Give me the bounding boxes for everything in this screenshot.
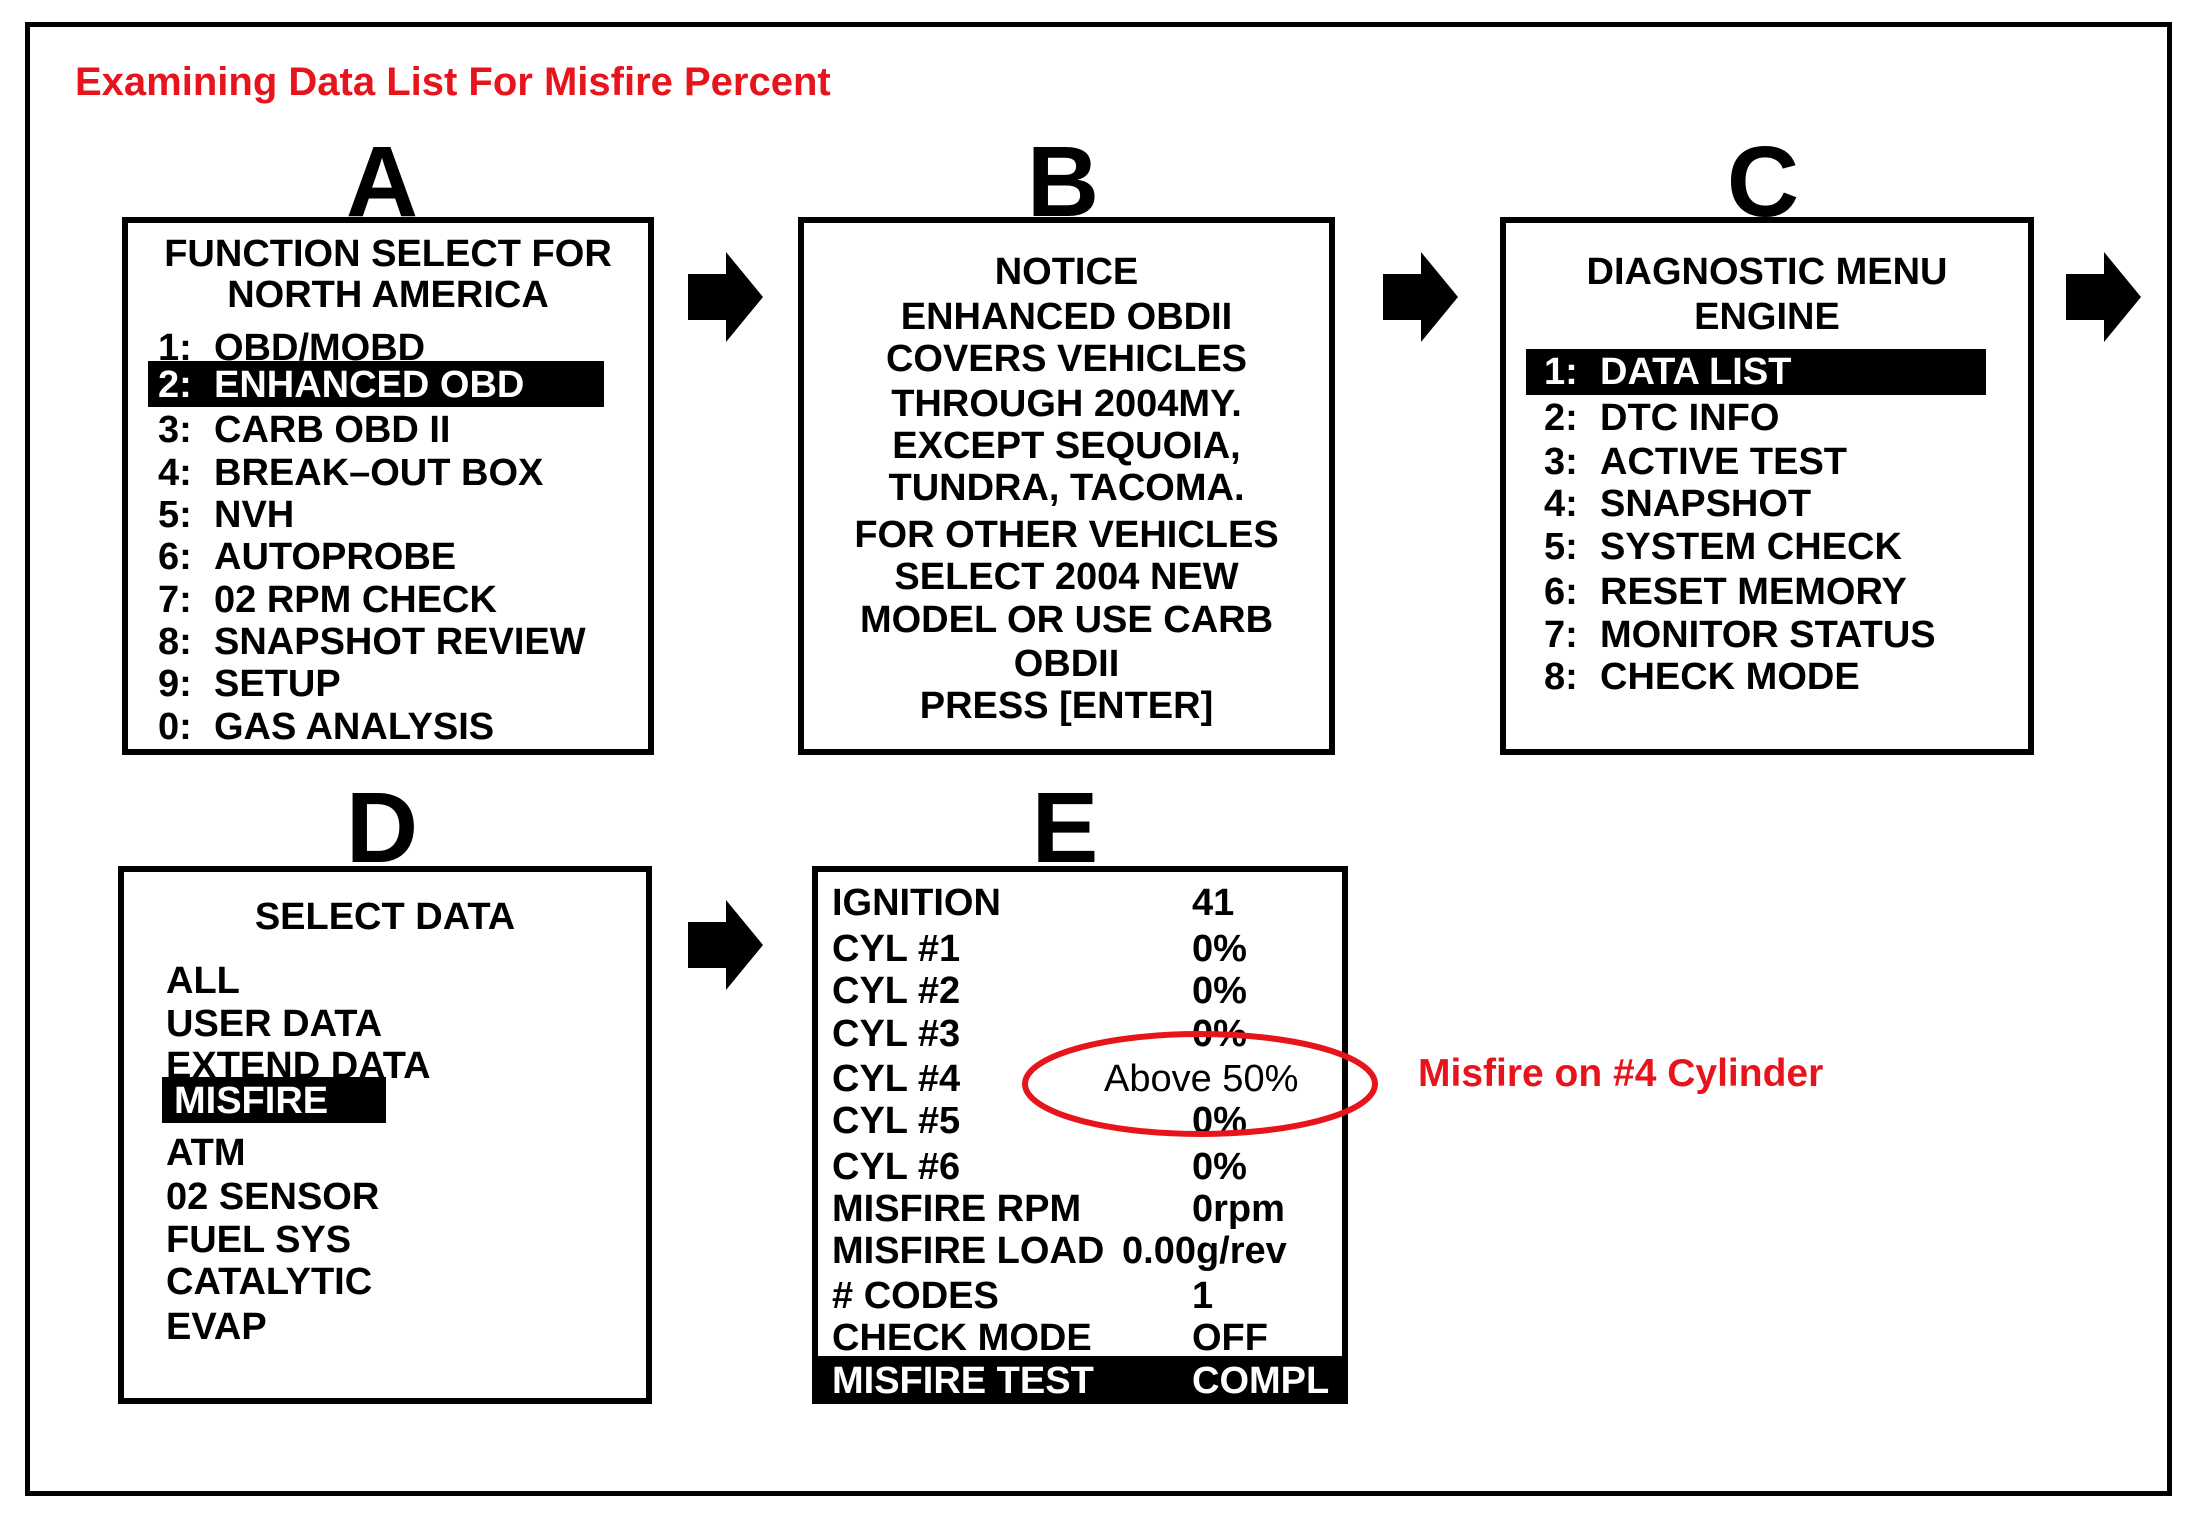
panel-d-data-item: USER DATA <box>166 1003 383 1045</box>
panel-c-menu-item: 2:DTC INFO <box>1544 397 1780 439</box>
panel-b-notice-line: THROUGH 2004MY. <box>891 383 1242 425</box>
panel-b-notice-line: PRESS [ENTER] <box>919 685 1214 727</box>
panel-c-menu-item-selected: 1:DATA LIST <box>1544 351 1792 393</box>
panel-b-notice-line: OBDII <box>1013 643 1120 685</box>
panel-d-screen: SELECT DATA ALL USER DATA EXTEND DATA MI… <box>118 866 652 1404</box>
misfire-callout-ellipse <box>1022 1031 1378 1137</box>
panel-c-menu-item: 8:CHECK MODE <box>1544 656 1860 698</box>
diagram-frame <box>25 22 2172 1496</box>
diagram-heading: Examining Data List For Misfire Percent <box>75 60 831 104</box>
panel-c-letter: C <box>1726 126 1800 238</box>
panel-d-data-item: CATALYTIC <box>166 1261 373 1303</box>
arrow-right-icon <box>1383 252 1458 342</box>
panel-b-notice-line: SELECT 2004 NEW <box>894 556 1239 598</box>
panel-b-notice-line: MODEL OR USE CARB <box>859 599 1274 641</box>
panel-d-data-item: 02 SENSOR <box>166 1176 380 1218</box>
panel-d-data-item: EVAP <box>166 1306 267 1348</box>
panel-b-notice-line: FOR OTHER VEHICLES <box>854 514 1279 556</box>
panel-a-screen: FUNCTION SELECT FOR NORTH AMERICA 1:OBD/… <box>122 217 654 755</box>
panel-c-title-line: DIAGNOSTIC MENU <box>1586 251 1948 293</box>
panel-b-letter: B <box>1026 126 1100 238</box>
panel-a-menu-item: 0:GAS ANALYSIS <box>158 706 495 748</box>
panel-a-menu-item: 7:02 RPM CHECK <box>158 579 497 621</box>
panel-d-data-item: FUEL SYS <box>166 1219 352 1261</box>
panel-a-menu-item: 4:BREAK–OUT BOX <box>158 452 544 494</box>
panel-a-menu-item: 6:AUTOPROBE <box>158 536 457 578</box>
panel-e-status-bar <box>818 1356 1342 1398</box>
panel-d-title: SELECT DATA <box>254 896 516 938</box>
panel-c-title-line: ENGINE <box>1694 296 1840 338</box>
panel-c-menu-item: 5:SYSTEM CHECK <box>1544 526 1902 568</box>
panel-c-menu-item: 7:MONITOR STATUS <box>1544 614 1936 656</box>
panel-b-screen: NOTICE ENHANCED OBDII COVERS VEHICLES TH… <box>798 217 1335 755</box>
panel-d-letter: D <box>345 772 419 884</box>
panel-c-menu-item: 3:ACTIVE TEST <box>1544 441 1848 483</box>
panel-c-selection-highlight <box>1526 349 1986 395</box>
panel-a-menu-item: 1:OBD/MOBD <box>158 327 426 369</box>
panel-a-letter: A <box>345 126 419 238</box>
panel-d-selection-highlight <box>162 1077 386 1123</box>
panel-e-letter: E <box>1031 772 1099 884</box>
arrow-right-icon <box>688 900 763 990</box>
misfire-annotation: Misfire on #4 Cylinder <box>1418 1052 1824 1095</box>
panel-b-notice-line: NOTICE <box>994 251 1139 293</box>
panel-c-menu-item: 4:SNAPSHOT <box>1544 483 1812 525</box>
panel-d-data-item: ATM <box>166 1132 246 1174</box>
panel-c-menu-item: 6:RESET MEMORY <box>1544 571 1907 613</box>
panel-d-data-item: EXTEND DATA <box>166 1045 431 1087</box>
panel-b-notice-line: EXCEPT SEQUOIA, <box>892 425 1241 467</box>
panel-a-menu-item: 5:NVH <box>158 494 295 536</box>
panel-c-screen: DIAGNOSTIC MENU ENGINE 1:DATA LIST 2:DTC… <box>1500 217 2034 755</box>
panel-d-data-item: ALL <box>166 960 240 1002</box>
panel-a-selection-highlight <box>148 361 604 407</box>
arrow-right-icon <box>2066 252 2141 342</box>
panel-b-notice-line: TUNDRA, TACOMA. <box>888 467 1245 509</box>
panel-a-menu-item: 9:SETUP <box>158 663 341 705</box>
panel-a-menu-item-selected: 2:ENHANCED OBD <box>158 364 525 406</box>
panel-b-notice-line: COVERS VEHICLES <box>885 338 1248 380</box>
panel-a-menu-item: 8:SNAPSHOT REVIEW <box>158 621 586 663</box>
panel-a-title-line: NORTH AMERICA <box>227 274 549 316</box>
arrow-right-icon <box>688 252 763 342</box>
panel-d-data-item-selected: MISFIRE <box>174 1080 329 1122</box>
panel-b-notice-line: ENHANCED OBDII <box>900 296 1233 338</box>
panel-a-title-line: FUNCTION SELECT FOR <box>164 233 612 275</box>
panel-a-menu-item: 3:CARB OBD II <box>158 409 451 451</box>
